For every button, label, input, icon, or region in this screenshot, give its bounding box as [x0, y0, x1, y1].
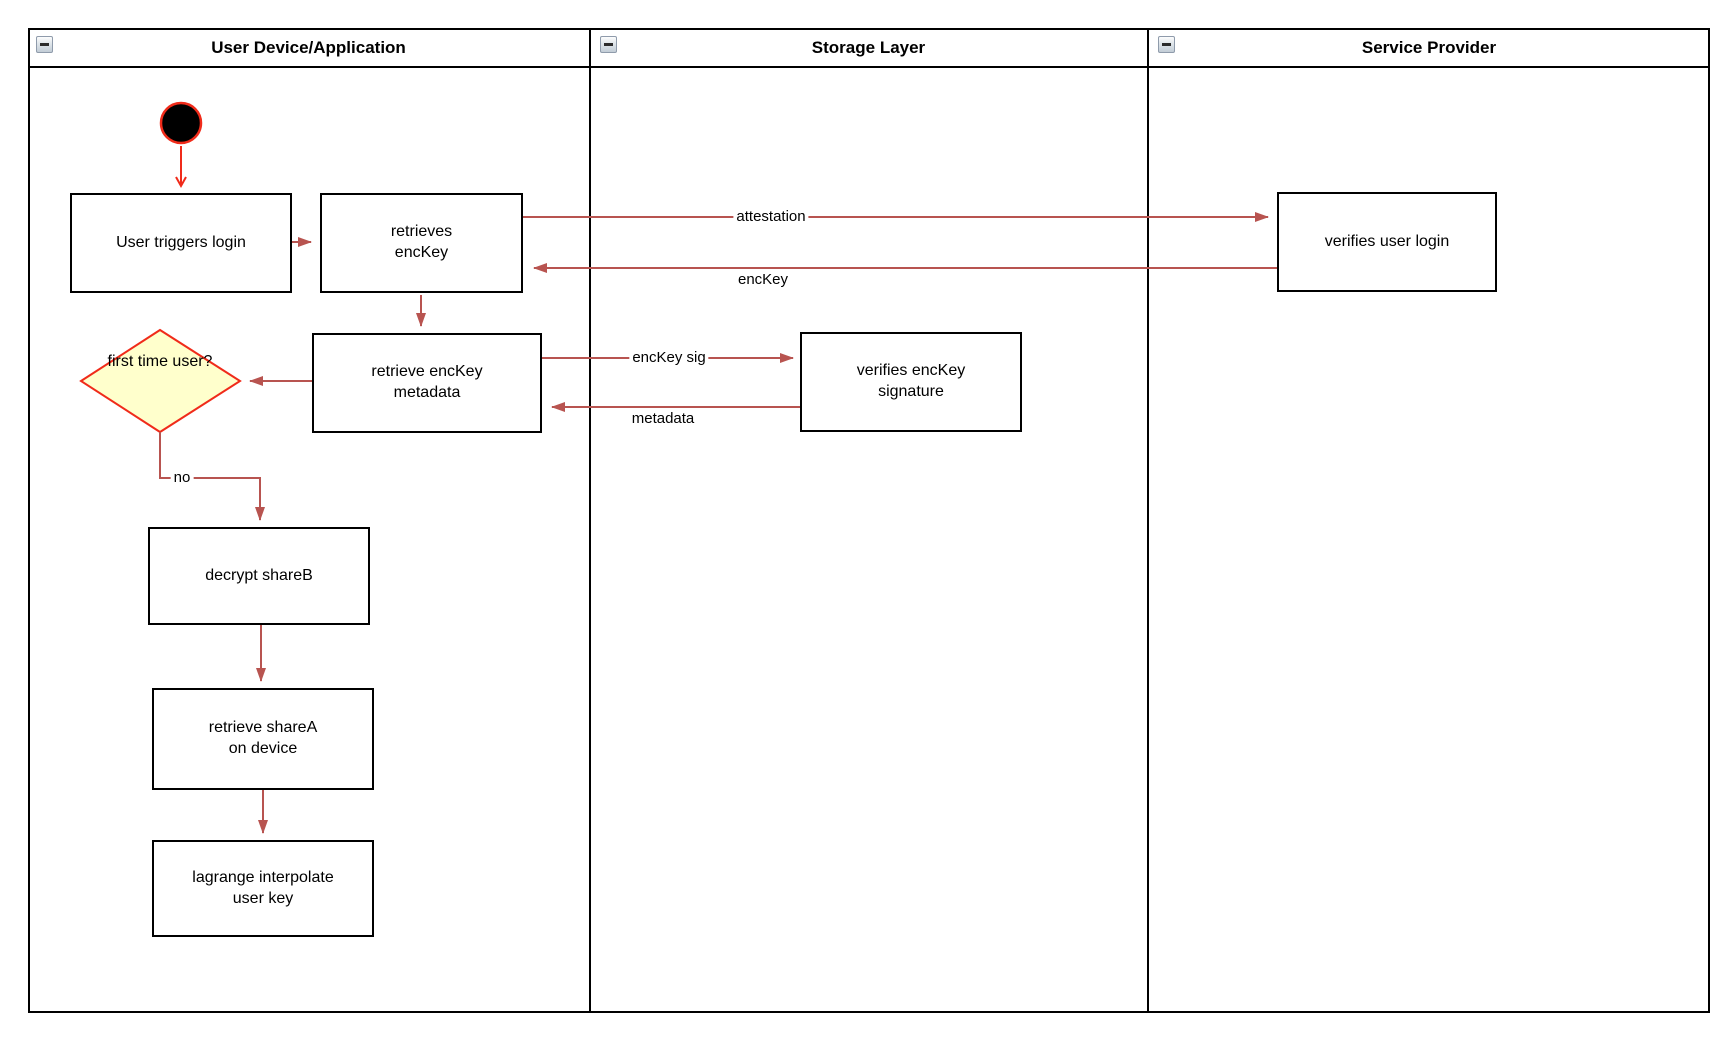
minus-glyph [40, 43, 49, 46]
node-verifies-user-login[interactable]: verifies user login [1277, 192, 1497, 292]
lane-title-storage-layer[interactable]: Storage Layer [811, 38, 926, 57]
lane-divider-1 [589, 28, 591, 1013]
edge-no-branch[interactable] [159, 432, 265, 521]
decision-first-time-user[interactable] [79, 328, 242, 434]
edge-label-enckey-sig[interactable]: encKey sig [629, 349, 709, 368]
node-decrypt-shareb[interactable]: decrypt shareB [148, 527, 370, 625]
header-separator [28, 66, 1710, 68]
lane-title-service-provider[interactable]: Service Provider [1361, 38, 1497, 57]
node-retrieves-enckey[interactable]: retrieves encKey [320, 193, 523, 293]
decision-label[interactable]: first time user? [107, 353, 213, 370]
edge-label-metadata[interactable]: metadata [631, 410, 695, 427]
node-user-triggers-login[interactable]: User triggers login [70, 193, 292, 293]
lane-title-user-device[interactable]: User Device/Application [211, 38, 406, 57]
minus-glyph [604, 43, 613, 46]
edge-label-no[interactable]: no [170, 469, 194, 488]
collapse-minus-icon[interactable] [600, 36, 617, 53]
collapse-minus-icon[interactable] [1158, 36, 1175, 53]
collapse-minus-icon[interactable] [36, 36, 53, 53]
lane-divider-2 [1147, 28, 1149, 1013]
edge-label-enckey[interactable]: encKey [737, 271, 789, 288]
node-lagrange-interpolate[interactable]: lagrange interpolate user key [152, 840, 374, 937]
edge-label-attestation[interactable]: attestation [733, 208, 809, 227]
node-verifies-enckey-signature[interactable]: verifies encKey signature [800, 332, 1022, 432]
node-retrieve-sharea[interactable]: retrieve shareA on device [152, 688, 374, 790]
node-retrieve-enckey-metadata[interactable]: retrieve encKey metadata [312, 333, 542, 433]
start-node[interactable] [159, 101, 203, 145]
minus-glyph [1162, 43, 1171, 46]
